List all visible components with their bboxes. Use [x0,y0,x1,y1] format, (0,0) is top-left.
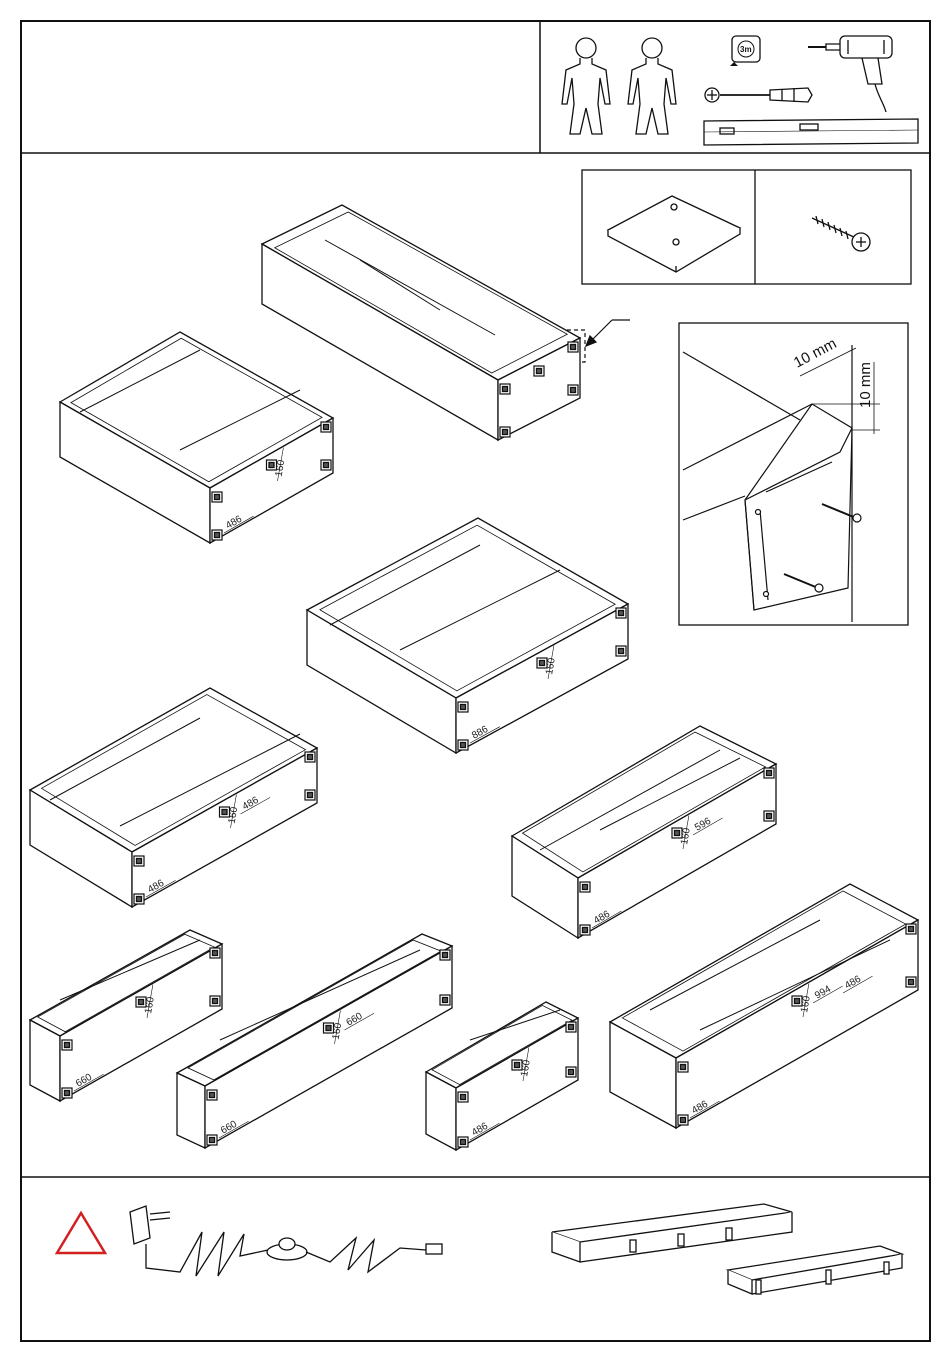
bracket-marker [458,702,468,712]
drill-icon [808,36,892,112]
bracket-marker [62,1040,72,1050]
screwdriver-icon [705,88,812,102]
bracket-marker [134,894,144,904]
power-cable-icon [130,1206,442,1276]
bracket-marker [305,790,315,800]
shelf-board-icon [552,1204,792,1262]
bracket-marker [305,752,315,762]
bracket-marker [321,422,331,432]
bracket-marker [566,1067,576,1077]
bracket-marker [906,924,916,934]
spirit-level-icon [704,119,918,145]
bracket-marker [207,1090,217,1100]
bracket-marker [212,530,222,540]
bracket-marker [458,1137,468,1147]
bracket-marker [210,948,220,958]
person-icon [562,38,610,134]
bracket-marker [440,995,450,1005]
bracket-marker [458,1092,468,1102]
bracket-marker [568,342,578,352]
bracket-marker [134,856,144,866]
bracket-marker [580,925,590,935]
bracket-marker [678,1062,688,1072]
bracket-marker [616,646,626,656]
bracket-marker [212,492,222,502]
bracket-marker [678,1115,688,1125]
tape-label: 3m [740,45,752,54]
bracket-marker [616,608,626,618]
offset-x-label: 10 mm [791,335,839,372]
bracket-marker [62,1088,72,1098]
warning-triangle-icon [57,1213,105,1253]
bracket-marker [764,811,774,821]
mounting-bracket-icon [608,196,740,272]
bracket-marker [210,996,220,1006]
bracket-marker [440,950,450,960]
mounting-detail [683,345,880,622]
bracket-marker [500,427,510,437]
bracket-marker [580,882,590,892]
offset-y-label: 10 mm [857,362,874,408]
bracket-marker [207,1135,217,1145]
bracket-marker [906,977,916,987]
bracket-marker [534,366,544,376]
cabinets: 4861608861604861604864861605966601606601… [30,205,918,1150]
bracket-marker [764,768,774,778]
person-icon [628,38,676,134]
tape-measure-icon: 3m [730,36,760,66]
bracket-marker [500,384,510,394]
shelf-board-icon [728,1246,902,1294]
screw-icon [812,216,870,251]
bracket-marker [568,385,578,395]
bracket-marker [458,740,468,750]
bracket-marker [566,1022,576,1032]
bracket-marker [321,460,331,470]
